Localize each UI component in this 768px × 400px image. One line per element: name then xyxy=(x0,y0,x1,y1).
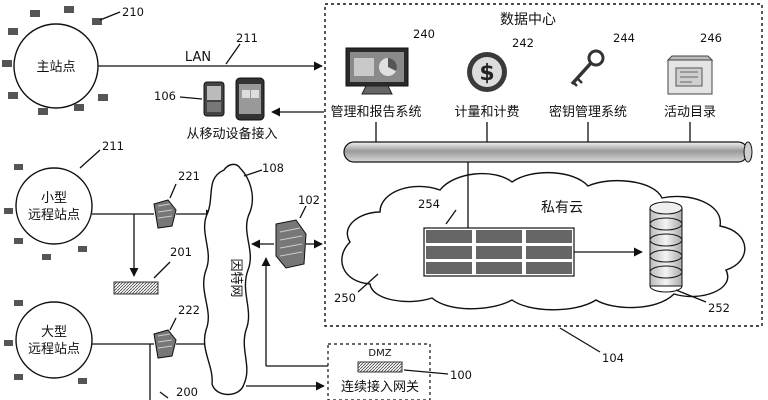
leader-line xyxy=(169,183,177,199)
svg-text:$: $ xyxy=(479,61,494,86)
system-bus-connectors xyxy=(375,122,691,142)
management-reporting-label: 管理和报告系统 xyxy=(330,105,421,120)
active-directory-label: 活动目录 xyxy=(664,105,716,120)
leader-line xyxy=(225,43,241,65)
ref-label: 240 xyxy=(413,27,435,41)
leader-line xyxy=(357,273,379,293)
leader-line xyxy=(675,289,707,303)
ref-label: 254 xyxy=(418,197,440,211)
ref-label: 211 xyxy=(102,139,124,153)
mobile-access-label: 从移动设备接入 xyxy=(186,126,277,142)
dmz-label: DMZ xyxy=(368,348,391,359)
leader-line xyxy=(79,149,101,169)
ref-label: 102 xyxy=(298,193,320,207)
ref-label: 252 xyxy=(708,301,730,315)
ref-label: 211 xyxy=(236,31,258,45)
device-201-icon xyxy=(113,281,159,295)
router-221-icon xyxy=(153,199,177,229)
ref-label: 221 xyxy=(178,169,200,183)
mobile-phone-icon xyxy=(203,81,225,117)
ref-label: 108 xyxy=(262,161,284,175)
internet-cloud-shape xyxy=(202,163,254,396)
small-site-label-line2: 远程站点 xyxy=(28,208,80,223)
client-computer-icon xyxy=(2,6,108,115)
key-management-label: 密钥管理系统 xyxy=(549,104,627,120)
gateway-device-icon xyxy=(357,361,403,373)
client-computer-icon xyxy=(4,164,87,260)
metering-billing-label: 计量和计费 xyxy=(454,105,519,120)
leader-line xyxy=(445,209,457,225)
large-remote-site-node: 大型 远程站点 xyxy=(15,301,93,379)
ref-label: 246 xyxy=(700,31,722,45)
dmz-boundary xyxy=(327,343,431,400)
leader-line xyxy=(153,261,171,279)
leader-line xyxy=(169,317,177,331)
ref-label: 200 xyxy=(176,385,198,399)
data-center-boundary xyxy=(324,3,763,327)
key-icon xyxy=(570,49,605,87)
database-cylinder-icon xyxy=(649,201,683,293)
main-site-label: 主站点 xyxy=(36,60,75,75)
ref-label: 100 xyxy=(450,368,472,382)
small-remote-site-node: 小型 远程站点 xyxy=(15,167,93,245)
ref-label: 106 xyxy=(154,89,176,103)
ref-label: 201 xyxy=(170,245,192,259)
leader-line xyxy=(243,169,263,177)
ref-label: 242 xyxy=(512,36,534,50)
leader-line xyxy=(179,96,203,100)
ref-label: 250 xyxy=(334,291,356,305)
leader-line xyxy=(99,11,121,21)
ref-label: 210 xyxy=(122,5,144,19)
data-center-title: 数据中心 xyxy=(500,12,556,28)
leader-line xyxy=(403,369,449,375)
lan-label: LAN xyxy=(185,50,211,65)
router-222-icon xyxy=(153,329,177,359)
client-computer-icon xyxy=(4,300,87,384)
main-site-node: 主站点 xyxy=(13,23,99,109)
leader-line xyxy=(159,391,169,399)
large-site-label-line1: 大型 xyxy=(41,325,67,340)
system-bus-pipe xyxy=(343,141,753,163)
smartphone-icon xyxy=(235,77,265,121)
directory-book-icon xyxy=(666,55,714,95)
small-site-label-line1: 小型 xyxy=(41,191,67,206)
private-cloud-label: 私有云 xyxy=(541,200,583,216)
firewall-icon xyxy=(275,219,307,269)
gateway-label: 连续接入网关 xyxy=(341,379,419,395)
large-site-label-line2: 远程站点 xyxy=(28,342,80,357)
ref-label: 244 xyxy=(613,31,635,45)
leader-line xyxy=(559,327,601,353)
ref-label: 104 xyxy=(602,351,624,365)
dollar-coin-icon: $ xyxy=(467,52,507,92)
internet-label: 因特网 xyxy=(228,258,243,297)
server-rack-grid xyxy=(423,227,575,277)
leader-line xyxy=(299,205,307,219)
monitor-chart-icon xyxy=(345,47,409,95)
ref-label: 222 xyxy=(178,303,200,317)
